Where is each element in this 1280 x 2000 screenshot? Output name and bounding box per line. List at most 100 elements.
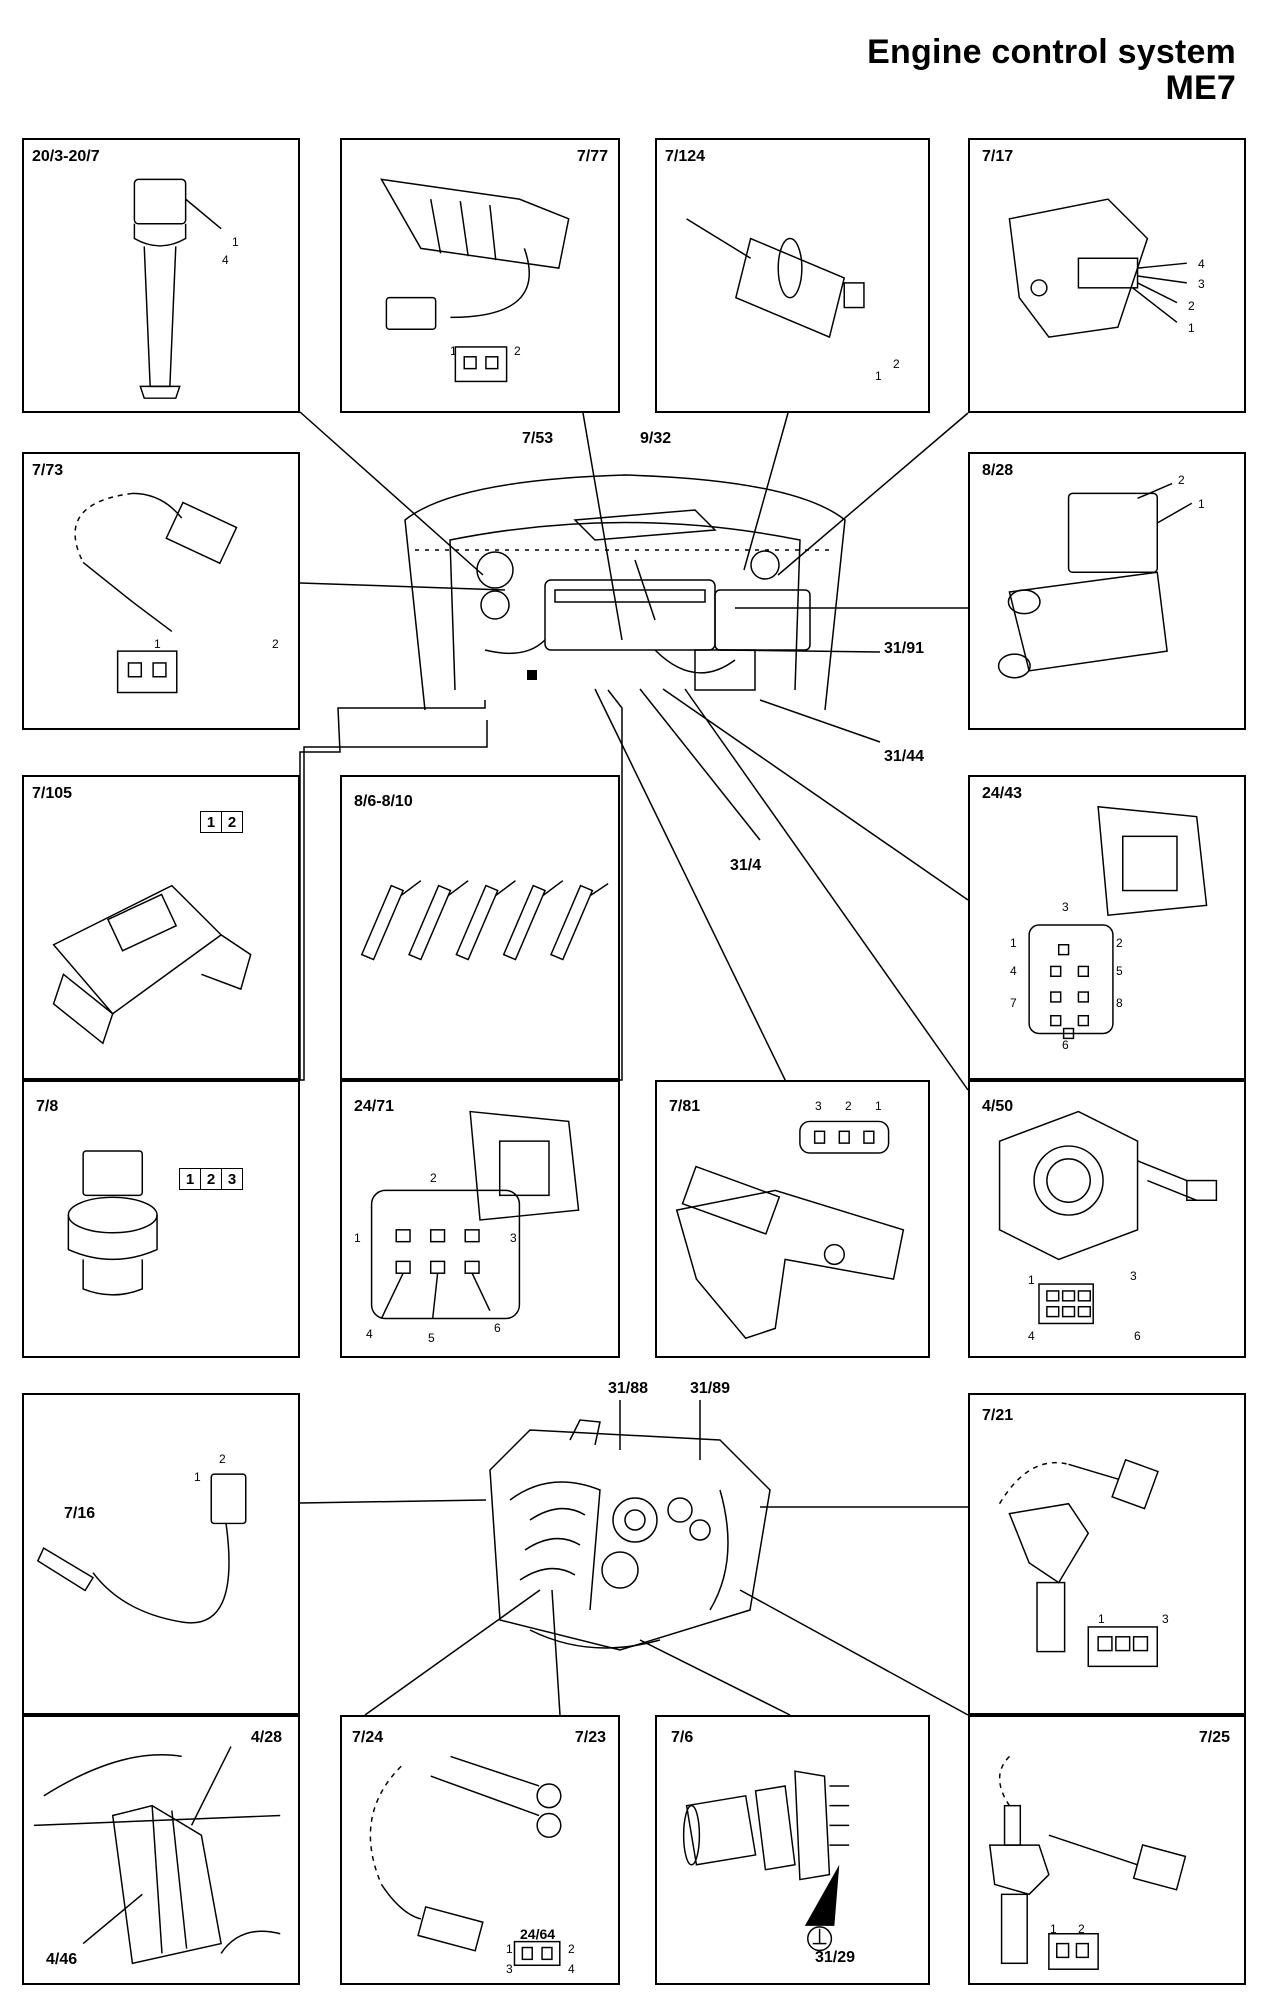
- pin-label: 2: [1178, 473, 1185, 487]
- pin-label: 1: [1188, 321, 1195, 335]
- pin-label: 4: [568, 1962, 575, 1976]
- panel-label-secondary: 4/46: [46, 1951, 78, 1968]
- map-sensor-icon: [675, 1120, 905, 1340]
- sensor-with-connector-icon: [380, 178, 570, 383]
- panel-7-6-oil-switch: 7/6 31/29: [655, 1715, 930, 1985]
- pin-label: 1: [875, 369, 882, 383]
- panel-label: 7/21: [982, 1407, 1014, 1424]
- pressure-switch-icon: [67, 1150, 158, 1296]
- panel-7-124-actuator: 7/124 1 2: [655, 138, 930, 413]
- panel-7-24-knock-sensors: 7/24 7/23 24/64 1 2 3 4: [340, 1715, 620, 1985]
- pin-label: 1: [506, 1942, 513, 1956]
- pin-label: 4: [1198, 257, 1205, 271]
- connector-icon: [52, 884, 252, 1045]
- pin-label: 1: [450, 344, 457, 358]
- panel-7-16-sensor: 7/16 2 1: [22, 1393, 300, 1715]
- pin-box: 3: [221, 1168, 243, 1190]
- pin-label: 3: [506, 1962, 513, 1976]
- pin-label: 3: [1130, 1269, 1137, 1283]
- panel-label: 7/8: [36, 1098, 59, 1115]
- panel-20-3-ignition-coil: 20/3-20/7 1 4: [22, 138, 300, 413]
- actuator-icon: [686, 218, 865, 339]
- ignition-coil-icon: [133, 178, 222, 399]
- pin-label: 3: [1062, 900, 1069, 914]
- panel-label-secondary: 7/23: [574, 1729, 606, 1746]
- pin-label: 1: [154, 637, 161, 651]
- position-sensor-icon: [1008, 198, 1187, 338]
- callout-31-4: 31/4: [730, 857, 762, 874]
- engine-bay-illustration: [404, 474, 846, 711]
- pin-label: 1: [1028, 1273, 1035, 1287]
- speed-sensor-icon: [998, 1458, 1159, 1668]
- pin-box: 1: [200, 811, 222, 833]
- panel-7-25-sensor: 7/25 1 2: [968, 1715, 1246, 1985]
- callout-31-44: 31/44: [884, 748, 925, 765]
- page-title: Engine control system: [867, 33, 1236, 71]
- pin-label: 6: [1062, 1038, 1069, 1052]
- panel-label: 7/77: [576, 148, 608, 165]
- callout-7-53: 7/53: [522, 430, 554, 447]
- pin-label: 5: [1116, 964, 1123, 978]
- pin-label: 4: [222, 253, 229, 267]
- panel-label: 24/71: [354, 1098, 395, 1115]
- sensor-with-cable-icon: [36, 1473, 247, 1624]
- panel-7-8-switch: 7/8 1 2 3: [22, 1080, 300, 1358]
- pin-label: 2: [219, 1452, 226, 1466]
- pin-label: 4: [366, 1327, 373, 1341]
- panel-24-43-connector: 24/43 3 1 2 4 5 7 8 6: [968, 775, 1246, 1080]
- pin-label: 1: [875, 1099, 882, 1113]
- pin-label: 1: [232, 235, 239, 249]
- pin-label: 3: [510, 1231, 517, 1245]
- pin-label: 6: [1134, 1329, 1141, 1343]
- pin-label: 8: [1116, 996, 1123, 1010]
- pin-label: 5: [428, 1331, 435, 1345]
- pin-label: 1: [1050, 1922, 1057, 1936]
- pin-label: 2: [514, 344, 521, 358]
- callout-9-32: 9/32: [640, 430, 672, 447]
- temperature-sensor-icon: [74, 492, 238, 694]
- multi-pin-connector-icon: [1028, 805, 1208, 1040]
- pin-label: 3: [1198, 277, 1205, 291]
- pin-label: 4: [1028, 1329, 1035, 1343]
- temperature-sender-icon: [988, 1755, 1187, 1970]
- panel-label: 7/105: [32, 785, 73, 802]
- pin-label: 1: [194, 1470, 201, 1484]
- panel-label: 7/24: [352, 1729, 384, 1746]
- pin-label: 2: [1078, 1922, 1085, 1936]
- solenoid-valve-icon: [997, 482, 1193, 679]
- ground-label: 31/29: [815, 1949, 856, 1966]
- page-subtitle: ME7: [1165, 69, 1236, 107]
- throttle-body-icon: [998, 1110, 1218, 1325]
- pin-label: 2: [893, 357, 900, 371]
- panel-7-21-sensor: 7/21 1 3: [968, 1393, 1246, 1715]
- panel-label: 7/124: [665, 148, 706, 165]
- pin-label: 1: [1010, 936, 1017, 950]
- panel-7-73-sensor: 7/73 1 2: [22, 452, 300, 730]
- pin-label: 1: [354, 1231, 361, 1245]
- pin-label: 2: [272, 637, 279, 651]
- oil-pressure-switch-icon: [682, 1770, 850, 1952]
- panel-24-71-connector: 24/71 2 1 3 4 5 6: [340, 1080, 620, 1358]
- panel-8-6-injectors: 8/6-8/10: [340, 775, 620, 1080]
- control-module-icon: [33, 1746, 281, 1965]
- panel-label: 8/28: [982, 462, 1014, 479]
- panel-4-28-module: 4/28 4/46: [22, 1715, 300, 1985]
- panel-label: 7/25: [1198, 1729, 1230, 1746]
- panel-label: 7/81: [669, 1098, 701, 1115]
- panel-label: 7/73: [32, 462, 64, 479]
- panel-7-105-connector: 7/105 1 2: [22, 775, 300, 1080]
- panel-7-77-sensor: 7/77 1 2: [340, 138, 620, 413]
- pin-label: 1: [1198, 497, 1205, 511]
- six-pin-connector-icon: [370, 1110, 580, 1320]
- pin-box: 2: [221, 811, 243, 833]
- pin-label: 2: [845, 1099, 852, 1113]
- panel-8-28-valve: 8/28 2 1: [968, 452, 1246, 730]
- pin-label: 4: [1010, 964, 1017, 978]
- panel-label: 24/43: [982, 785, 1023, 802]
- panel-7-81-sensor: 7/81 3 2 1: [655, 1080, 930, 1358]
- panel-4-50-throttle: 4/50 1 3 4 6: [968, 1080, 1246, 1358]
- panel-label: 7/17: [982, 148, 1014, 165]
- pin-label: 6: [494, 1321, 501, 1335]
- callout-31-89: 31/89: [690, 1380, 731, 1397]
- panel-label: 20/3-20/7: [32, 148, 100, 165]
